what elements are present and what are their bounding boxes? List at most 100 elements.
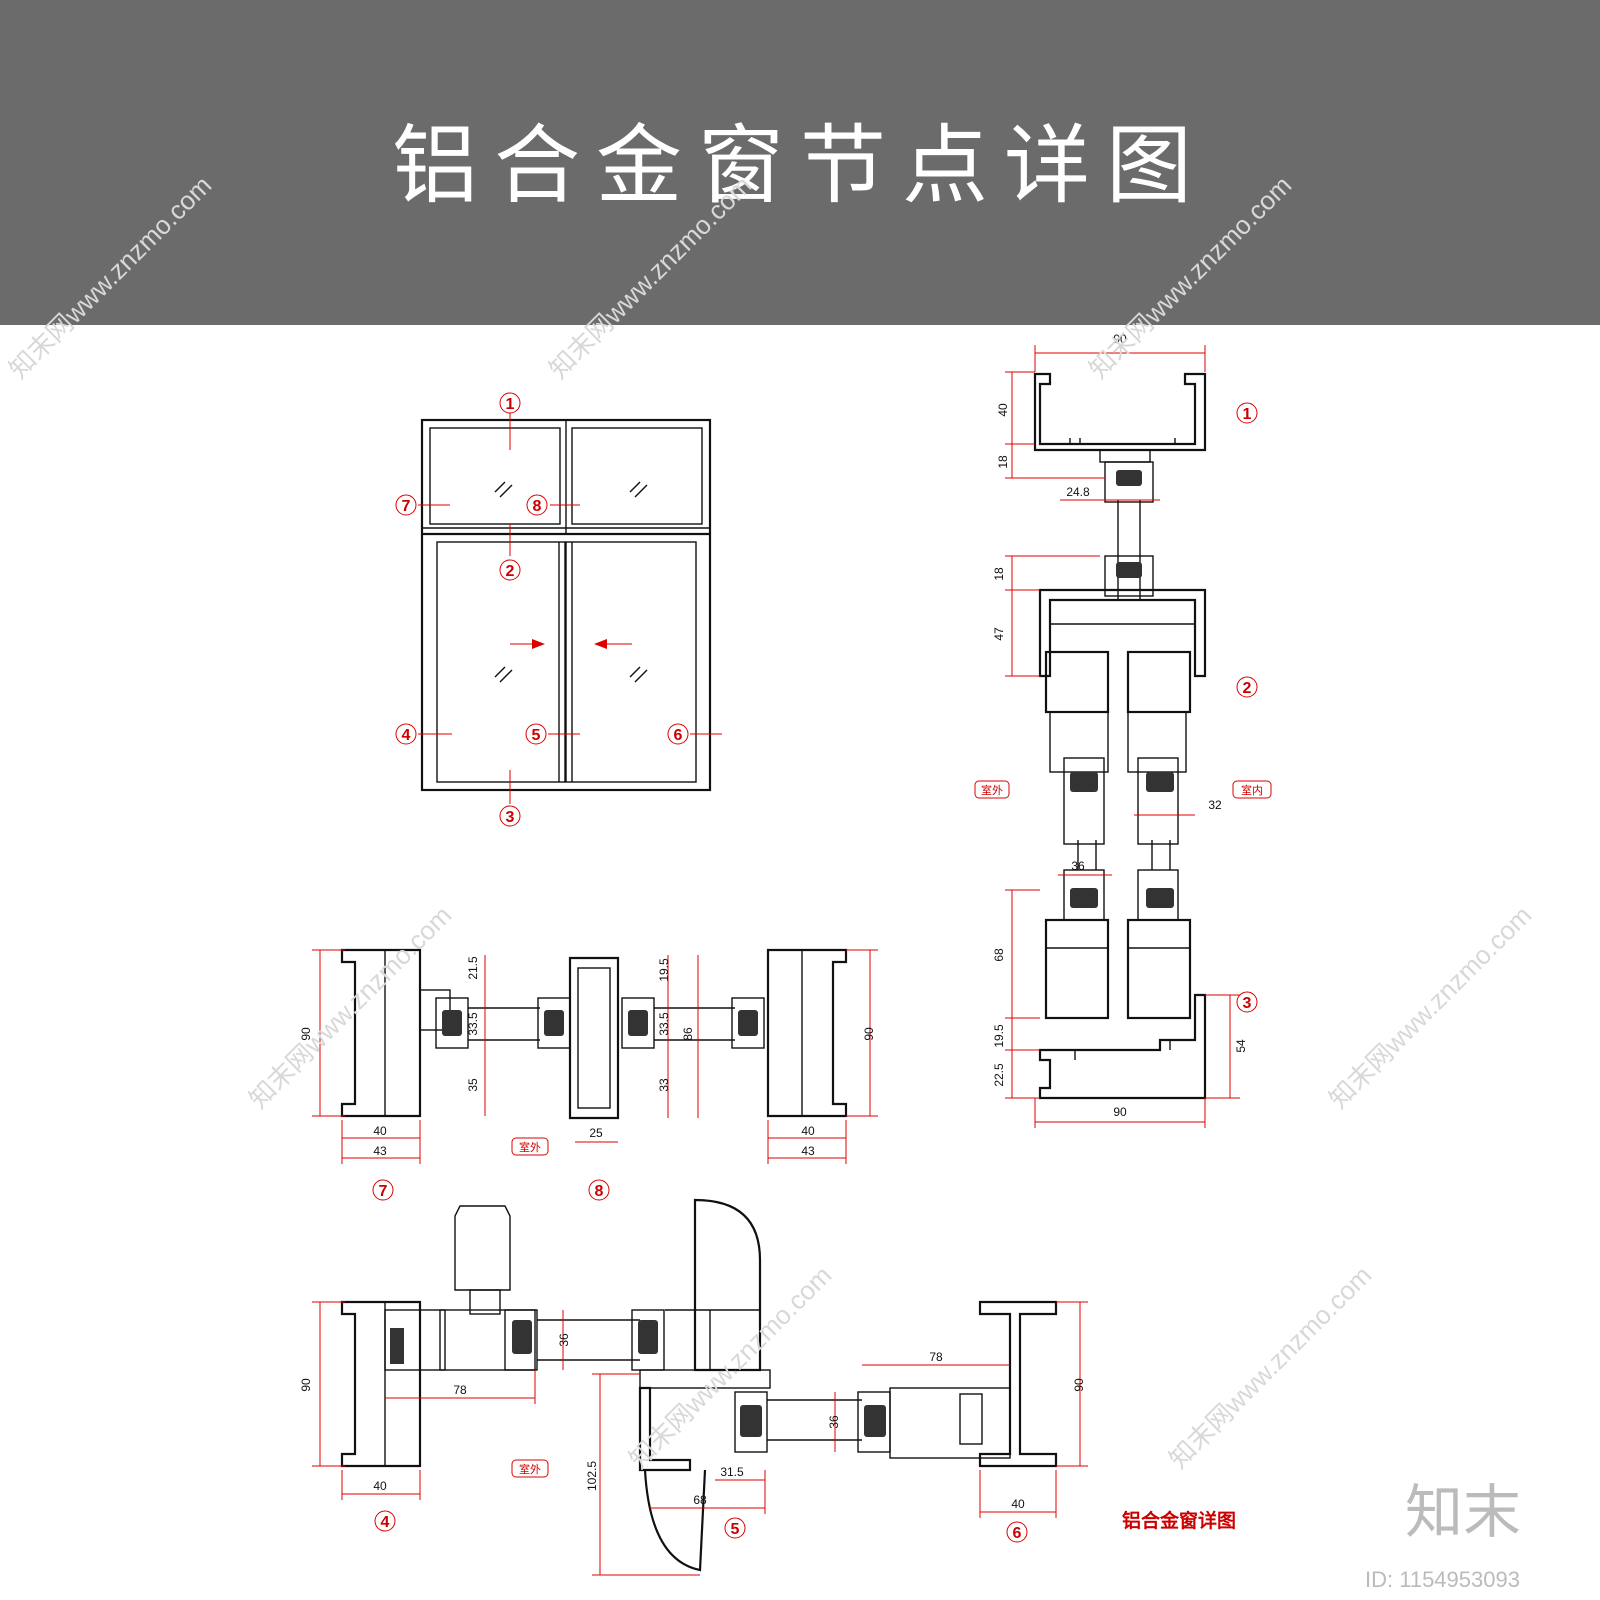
svg-text:1: 1 bbox=[1243, 406, 1252, 423]
callout-6: 6 bbox=[667, 723, 689, 745]
svg-text:2: 2 bbox=[506, 563, 515, 580]
hs-callout-4: 4 bbox=[374, 1510, 396, 1532]
dim-36-vertical: 36 bbox=[1071, 859, 1085, 873]
sliding-arrow-left bbox=[594, 639, 632, 649]
dim-18-top: 18 bbox=[996, 455, 1010, 469]
dim-36-left: 36 bbox=[557, 1333, 571, 1347]
svg-text:8: 8 bbox=[595, 1183, 604, 1200]
dim-40: 40 bbox=[996, 403, 1010, 417]
dim-21-5: 21.5 bbox=[466, 956, 480, 980]
dim-90-bottom: 90 bbox=[1113, 1105, 1127, 1119]
svg-text:知末网www.znzmo.com: 知末网www.znzmo.com bbox=[3, 170, 217, 384]
svg-text:3: 3 bbox=[1243, 995, 1252, 1012]
hs-callout-6: 6 bbox=[1006, 1521, 1028, 1543]
dim-25: 25 bbox=[589, 1126, 603, 1140]
callout-4: 4 bbox=[395, 723, 417, 745]
dim-54: 54 bbox=[1234, 1039, 1248, 1053]
vertical-section bbox=[1033, 372, 1207, 1100]
dim-90-right: 90 bbox=[862, 1027, 876, 1041]
dim-35: 35 bbox=[466, 1078, 480, 1092]
svg-text:室外: 室外 bbox=[519, 1462, 541, 1476]
dim-68: 68 bbox=[992, 948, 1006, 962]
dim-90-bottom-right: 90 bbox=[1072, 1378, 1086, 1392]
svg-text:7: 7 bbox=[402, 498, 411, 515]
callout-8: 8 bbox=[526, 494, 548, 516]
svg-text:3: 3 bbox=[506, 809, 515, 826]
dim-47: 47 bbox=[992, 627, 1006, 641]
label-inside-vs: 室内 bbox=[1232, 780, 1272, 799]
dim-19-5-mid: 19.5 bbox=[657, 958, 671, 982]
vs-callout-1: 1 bbox=[1236, 402, 1258, 424]
horizontal-section-bottom bbox=[340, 1198, 1058, 1572]
callout-7: 7 bbox=[395, 494, 417, 516]
dim-78-right: 78 bbox=[929, 1350, 943, 1364]
sliding-arrow-right bbox=[510, 639, 545, 649]
dim-40-left: 40 bbox=[373, 1124, 387, 1138]
svg-text:7: 7 bbox=[379, 1183, 388, 1200]
label-outside-vs: 室外 bbox=[974, 780, 1010, 799]
hs-callout-7: 7 bbox=[372, 1179, 394, 1201]
dim-40-bottom-left: 40 bbox=[373, 1479, 387, 1493]
svg-text:4: 4 bbox=[381, 1514, 390, 1531]
dim-32: 32 bbox=[1208, 798, 1222, 812]
dim-22-5: 22.5 bbox=[992, 1063, 1006, 1087]
svg-text:室内: 室内 bbox=[1241, 783, 1263, 797]
vs-callout-2: 2 bbox=[1236, 676, 1258, 698]
label-outside-top: 室外 bbox=[511, 1137, 549, 1156]
header-banner bbox=[0, 0, 1600, 325]
dim-18-mid: 18 bbox=[992, 567, 1006, 581]
svg-text:5: 5 bbox=[532, 727, 541, 744]
page-title: 铝合金窗节点详图 bbox=[392, 116, 1208, 216]
svg-text:6: 6 bbox=[1013, 1525, 1022, 1542]
watermark-site: 知末网www.znzmo.com 知末网www.znzmo.com 知末网www… bbox=[3, 170, 1537, 1474]
dim-40-right: 40 bbox=[801, 1124, 815, 1138]
dim-78-left: 78 bbox=[453, 1383, 467, 1397]
dim-102-5: 102.5 bbox=[585, 1461, 599, 1491]
svg-text:知末网www.znzmo.com: 知末网www.znzmo.com bbox=[1083, 170, 1297, 384]
callout-2: 2 bbox=[499, 559, 521, 581]
svg-text:知末网www.znzmo.com: 知末网www.znzmo.com bbox=[623, 1260, 837, 1474]
svg-text:8: 8 bbox=[533, 498, 542, 515]
callout-1: 1 bbox=[499, 392, 521, 414]
dim-24-8: 24.8 bbox=[1066, 485, 1090, 499]
dim-40-bottom-right: 40 bbox=[1011, 1497, 1025, 1511]
svg-text:4: 4 bbox=[402, 727, 411, 744]
hs-callout-5: 5 bbox=[724, 1517, 746, 1539]
svg-text:知末网www.znzmo.com: 知末网www.znzmo.com bbox=[1323, 900, 1537, 1114]
svg-text:室外: 室外 bbox=[519, 1140, 541, 1154]
dim-43-right: 43 bbox=[801, 1144, 815, 1158]
svg-text:5: 5 bbox=[731, 1521, 740, 1538]
dim-90-left: 90 bbox=[299, 1027, 313, 1041]
dim-90-top: 90 bbox=[1113, 332, 1127, 346]
dim-68-bottom: 68 bbox=[693, 1493, 707, 1507]
dim-33-5-left: 33.5 bbox=[466, 1012, 480, 1036]
dim-33: 33 bbox=[657, 1078, 671, 1092]
dim-86: 86 bbox=[681, 1027, 695, 1041]
hs-callout-8: 8 bbox=[588, 1179, 610, 1201]
svg-text:室外: 室外 bbox=[981, 783, 1003, 797]
svg-text:知末网www.znzmo.com: 知末网www.znzmo.com bbox=[543, 170, 757, 384]
window-elevation bbox=[418, 413, 722, 804]
dim-31-5: 31.5 bbox=[720, 1465, 744, 1479]
vs-callout-3: 3 bbox=[1236, 991, 1258, 1013]
svg-text:知末网www.znzmo.com: 知末网www.znzmo.com bbox=[243, 900, 457, 1114]
dim-19-5: 19.5 bbox=[992, 1024, 1006, 1048]
dim-33-5-mid: 33.5 bbox=[657, 1012, 671, 1036]
svg-text:知末网www.znzmo.com: 知末网www.znzmo.com bbox=[1163, 1260, 1377, 1474]
dim-36-right: 36 bbox=[827, 1415, 841, 1429]
svg-text:6: 6 bbox=[674, 727, 683, 744]
horizontal-section-bottom-dimensions bbox=[312, 1301, 1088, 1576]
glass-hatch-marks bbox=[494, 481, 648, 683]
vertical-section-dimensions bbox=[1005, 345, 1240, 1128]
callout-5: 5 bbox=[525, 723, 547, 745]
horizontal-section-top-dimensions bbox=[312, 949, 878, 1164]
callout-3: 3 bbox=[499, 805, 521, 827]
horizontal-section-top bbox=[340, 948, 848, 1120]
watermark-asset-id: ID: 1154953093 bbox=[1365, 1567, 1520, 1592]
dim-90-bottom-left: 90 bbox=[299, 1378, 313, 1392]
label-outside-bottom: 室外 bbox=[511, 1459, 549, 1478]
dim-43-left: 43 bbox=[373, 1144, 387, 1158]
svg-text:1: 1 bbox=[506, 396, 515, 413]
watermark-brand: 知末 bbox=[1405, 1478, 1522, 1546]
